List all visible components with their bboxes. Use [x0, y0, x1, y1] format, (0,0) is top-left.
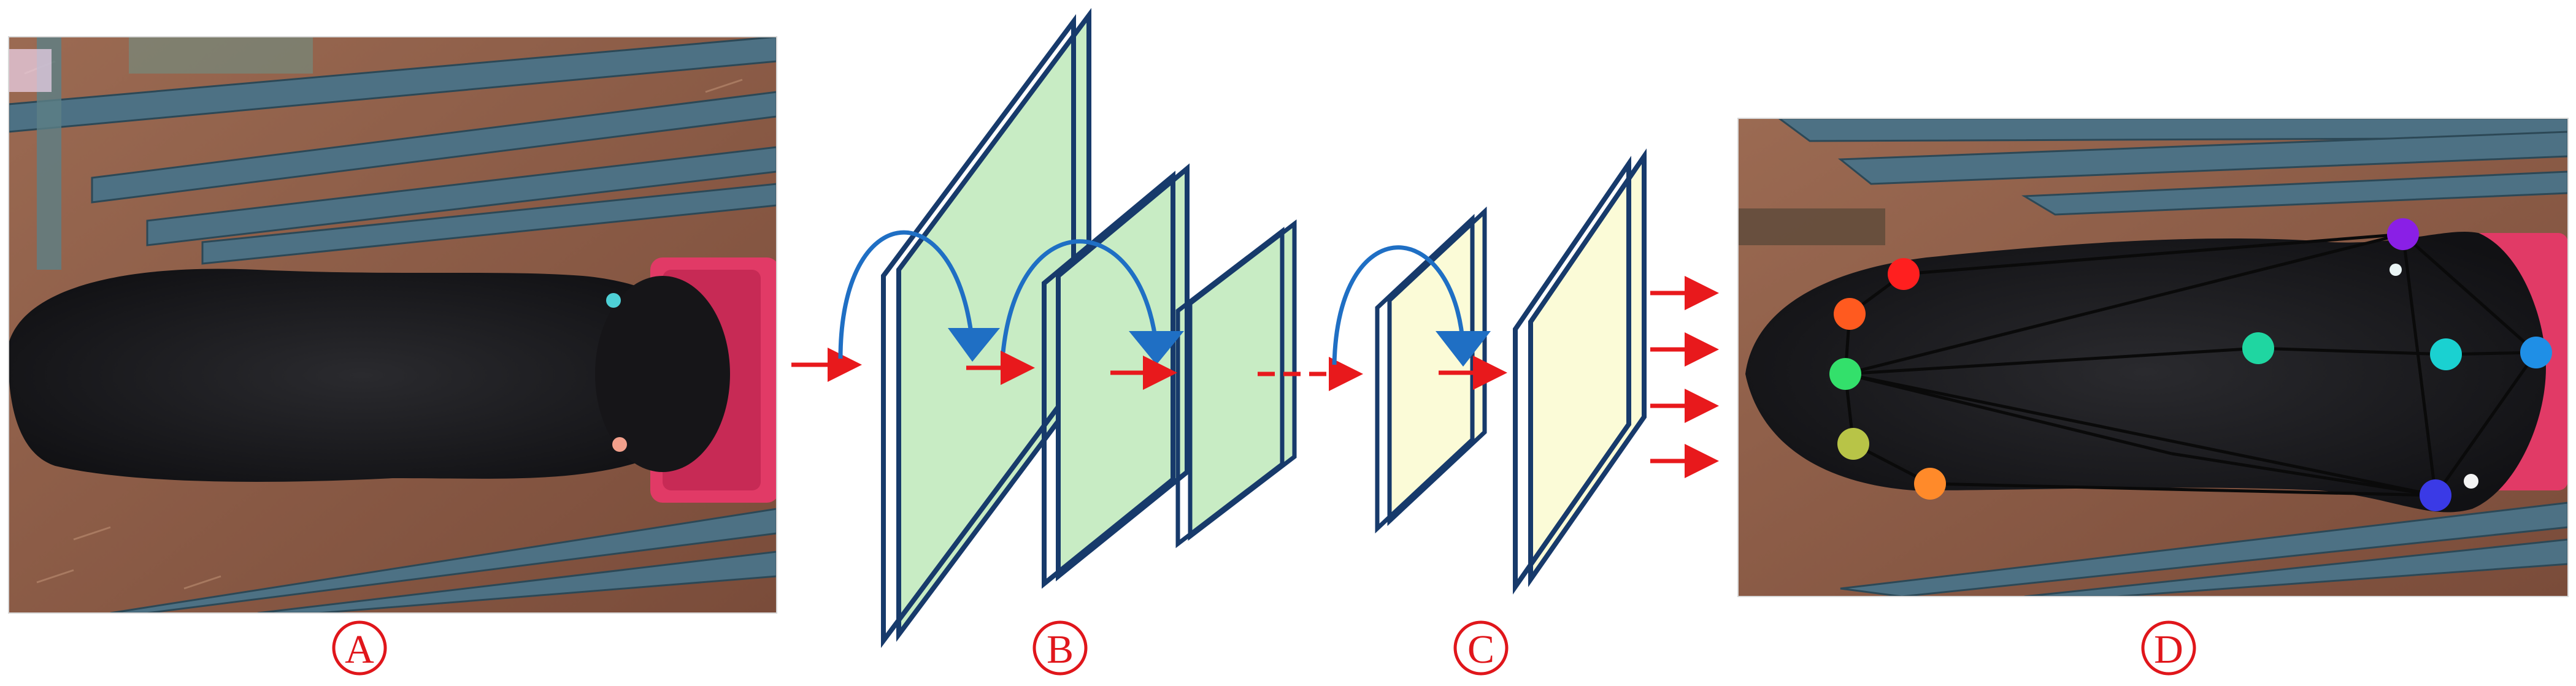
panel-c-head-layers [1332, 148, 1647, 595]
keypoint-teal-right [2430, 338, 2462, 370]
panel-label-a: A [332, 620, 387, 676]
backbone-layer-3 [1175, 219, 1297, 549]
keypoint-green [1829, 358, 1861, 390]
panel-label-d: D [2141, 620, 2196, 676]
keypoint-teal-mid [2242, 332, 2274, 364]
head-layer-2 [1513, 148, 1647, 595]
cattle-body [1745, 231, 2546, 513]
panel-b-backbone-layers [838, 7, 1297, 649]
skip-connection-1 [838, 230, 975, 359]
head-layer-1 [1375, 206, 1487, 534]
keypoint-orange [1914, 468, 1946, 500]
svg-text:C: C [1467, 627, 1494, 672]
keypoint-olive [1837, 428, 1869, 460]
keypoint-blue-right [2520, 337, 2552, 368]
svg-text:D: D [2154, 627, 2183, 672]
keypoint-red [1888, 258, 1920, 290]
panel-d-keypoint-output [1738, 118, 2568, 596]
skip-connection-3 [1332, 245, 1466, 365]
panel-a-input-image [9, 37, 777, 613]
output-arrows [1650, 276, 1719, 478]
panel-label-b: B [1032, 620, 1088, 676]
keypoint-purple [2387, 218, 2419, 250]
panel-label-c: C [1453, 620, 1509, 676]
svg-text:A: A [345, 627, 374, 672]
keypoint-orange-red [1834, 298, 1866, 330]
skip-connection-2 [1001, 239, 1159, 353]
keypoints [1829, 218, 2552, 511]
svg-text:B: B [1047, 627, 1074, 672]
keypoint-indigo [2420, 479, 2451, 511]
